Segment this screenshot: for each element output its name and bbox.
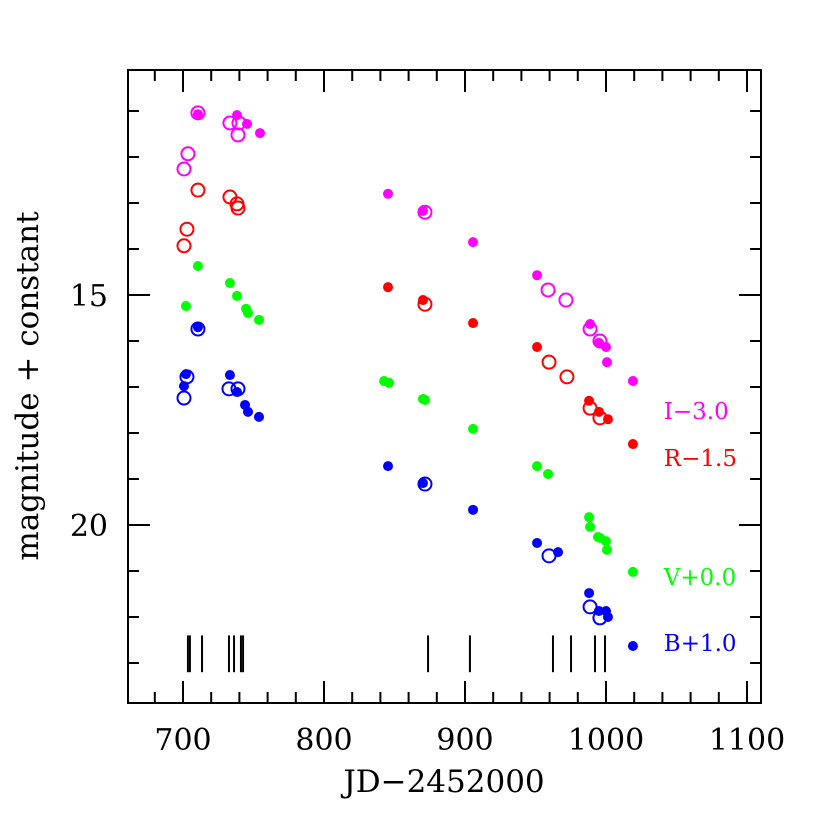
filled-circle-point <box>585 521 596 532</box>
filled-circle-point <box>417 295 428 306</box>
filled-circle-point <box>192 261 203 272</box>
filled-circle-point <box>601 357 612 368</box>
filled-circle-point <box>254 128 265 139</box>
filled-circle-point <box>224 278 235 289</box>
filled-circle-point <box>627 566 638 577</box>
filled-circle-point <box>532 341 543 352</box>
y-tick-label: 20 <box>70 509 108 544</box>
x-tick-label: 900 <box>436 723 493 758</box>
band-label: R−1.5 <box>664 446 737 472</box>
filled-circle-point <box>253 411 264 422</box>
open-circle-point <box>540 282 556 298</box>
filled-circle-point <box>532 461 543 472</box>
open-circle-point <box>222 115 238 131</box>
filled-circle-point <box>553 547 564 558</box>
open-circle-point <box>230 127 246 143</box>
filled-circle-point <box>242 118 253 129</box>
band-label: V+0.0 <box>663 565 736 591</box>
filled-circle-point <box>585 318 596 329</box>
open-circle-point <box>230 200 246 216</box>
y-tick-label: 15 <box>70 279 108 314</box>
filled-circle-point <box>602 612 613 622</box>
filled-circle-point <box>224 370 235 381</box>
filled-circle-point <box>192 322 203 333</box>
axis-ticks <box>128 70 761 703</box>
open-circle-point <box>190 105 206 121</box>
filled-circle-point <box>232 110 243 121</box>
filled-circle-point <box>532 537 543 548</box>
x-tick-labels: 700 800 900 1000 1100 <box>154 723 785 758</box>
filled-circle-point <box>601 536 611 547</box>
filled-circle-point <box>178 381 189 392</box>
open-circle-point <box>541 354 557 370</box>
filled-circle-point <box>417 205 428 216</box>
filled-circle-point <box>192 109 203 120</box>
band-label: B+1.0 <box>664 631 737 657</box>
filled-circle-point <box>243 406 254 417</box>
filled-circle-point <box>627 640 638 651</box>
filled-circle-point <box>417 478 428 489</box>
filled-circle-point <box>180 301 191 312</box>
filled-circle-point <box>468 318 479 329</box>
filled-circle-point <box>468 423 479 434</box>
filled-circle-point <box>468 504 479 515</box>
filled-circle-point <box>384 377 395 388</box>
filled-circle-point <box>232 387 243 398</box>
band-labels: I−3.0R−1.5V+0.0B+1.0 <box>663 399 737 657</box>
filled-circle-point <box>232 290 243 301</box>
filled-circle-point <box>602 414 613 425</box>
band-label: I−3.0 <box>664 399 729 425</box>
x-tick-label: 800 <box>295 723 352 758</box>
x-axis-title: JD−2452000 <box>340 764 544 800</box>
filled-circle-point <box>627 376 638 387</box>
data-points <box>176 105 638 651</box>
filled-circle-point <box>543 468 554 479</box>
filled-circle-point <box>584 395 595 406</box>
filled-circle-point <box>593 406 604 417</box>
filled-circle-point <box>601 544 612 555</box>
filled-circle-point <box>383 461 394 472</box>
open-circle-point <box>176 161 192 177</box>
open-circle-point <box>179 221 195 237</box>
open-circle-point <box>558 292 574 308</box>
filled-circle-point <box>253 314 264 325</box>
filled-circle-point <box>601 341 611 352</box>
open-circle-point <box>190 182 206 198</box>
filled-circle-point <box>532 270 543 281</box>
y-axis-title: magnitude + constant <box>10 211 46 561</box>
filled-circle-point <box>243 307 254 318</box>
open-circle-point <box>176 238 192 254</box>
filled-circle-point <box>468 237 479 248</box>
filled-circle-point <box>383 282 394 293</box>
filled-circle-point <box>419 394 430 405</box>
filled-circle-point <box>584 512 595 523</box>
filled-circle-point <box>627 439 638 450</box>
open-circle-point <box>180 146 196 162</box>
x-tick-label: 700 <box>154 723 211 758</box>
open-circle-point <box>559 369 575 385</box>
filled-circle-point <box>584 588 595 599</box>
plot-frame <box>127 69 762 704</box>
filled-circle-point <box>180 369 191 380</box>
filled-circle-point <box>383 188 394 199</box>
x-tick-label: 1000 <box>568 723 644 758</box>
x-tick-label: 1100 <box>709 723 785 758</box>
epoch-markers <box>186 635 607 673</box>
open-circle-point <box>176 390 192 406</box>
filled-circle-point <box>593 606 604 617</box>
